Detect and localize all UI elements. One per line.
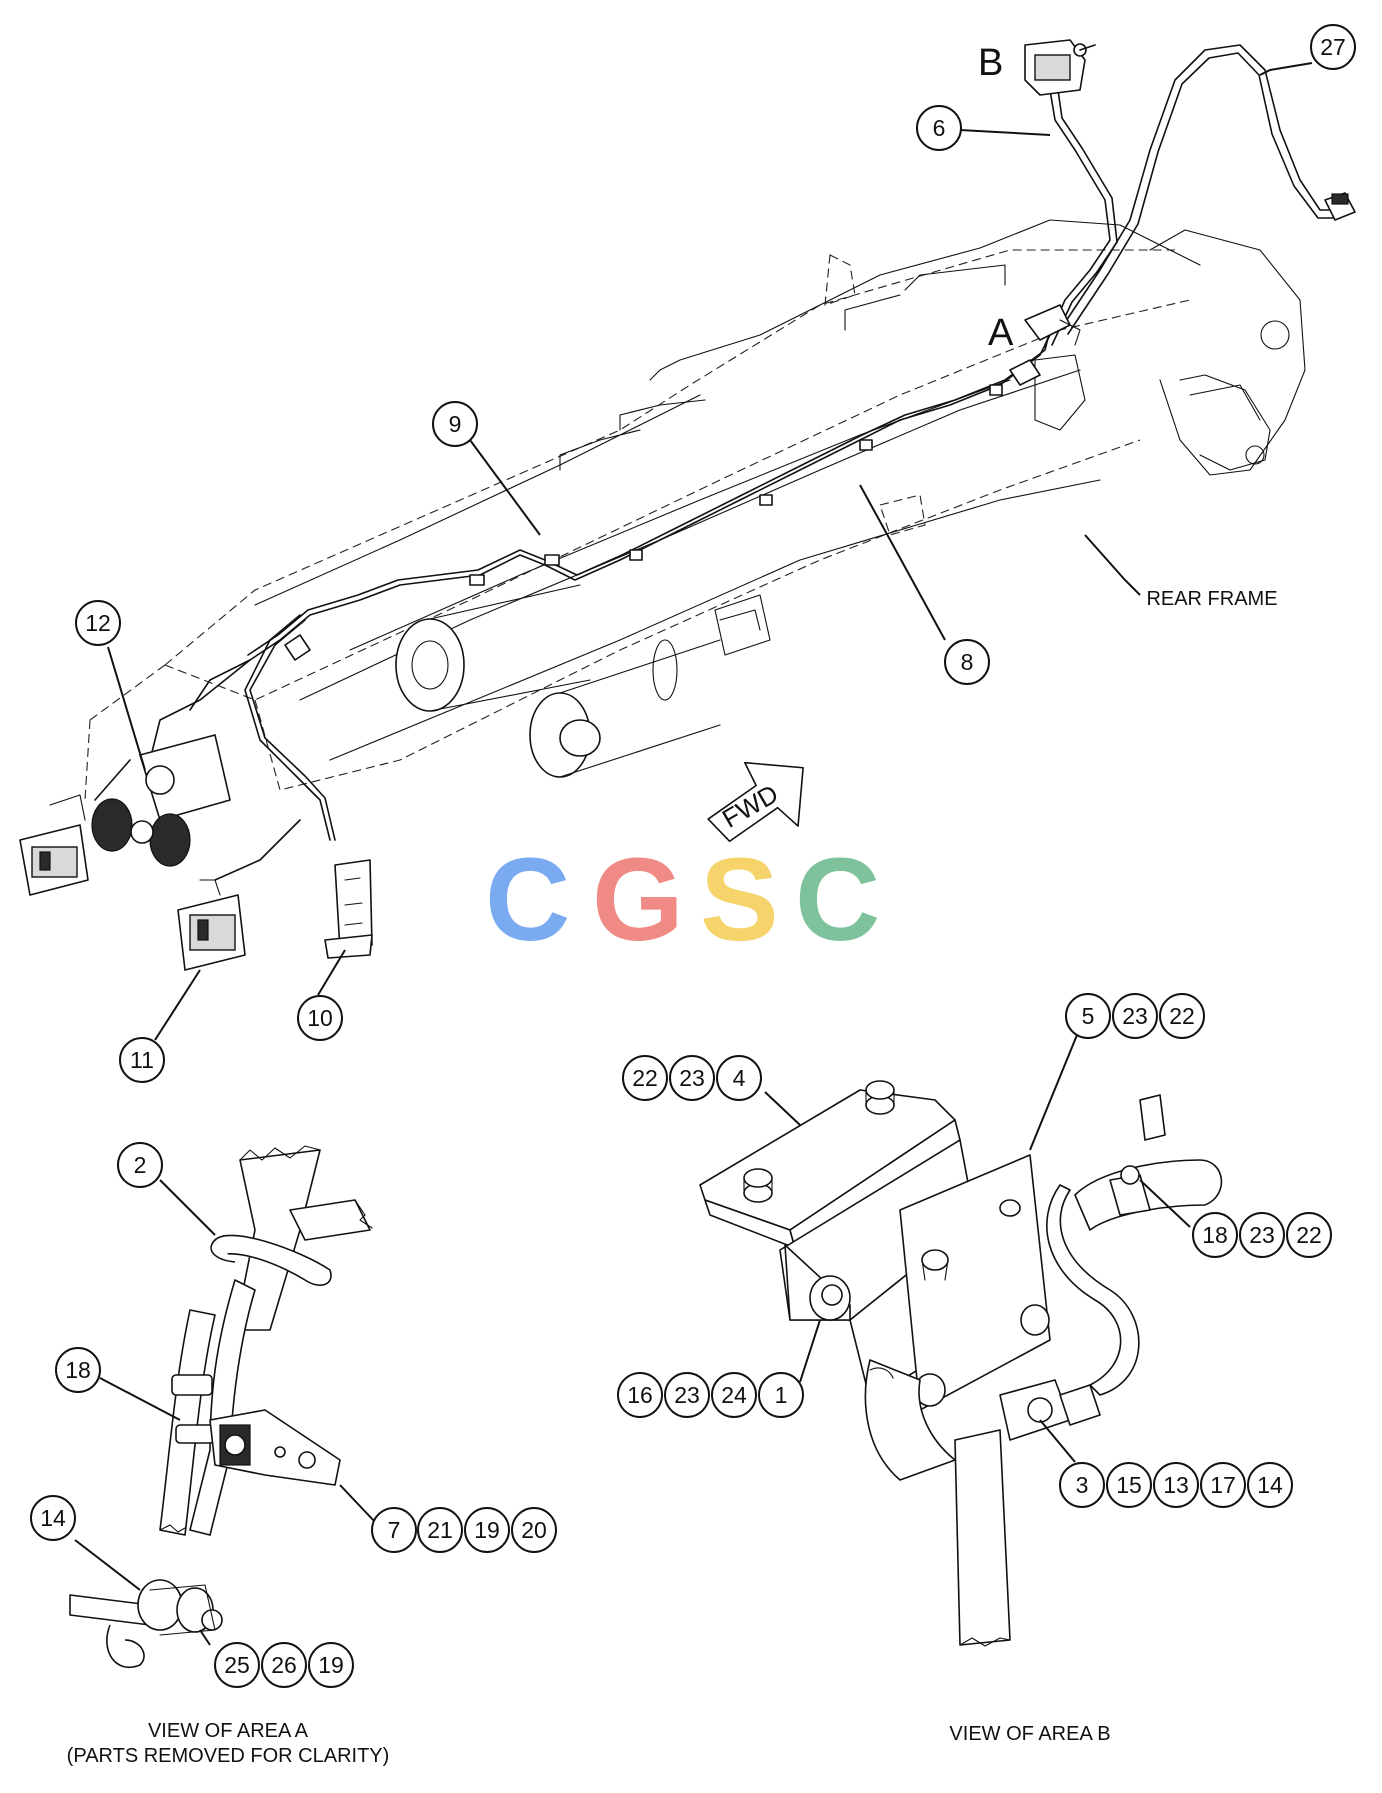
callout-21: 21 <box>417 1507 463 1553</box>
callout-11: 11 <box>119 1037 165 1083</box>
callout-9: 9 <box>432 401 478 447</box>
watermark: C G S C <box>485 834 880 966</box>
watermark-letter-2: G <box>592 834 684 966</box>
callout-14-area-b: 14 <box>1247 1462 1293 1508</box>
callout-14-area-a-label: 14 <box>40 1505 66 1531</box>
callout-19-b-label: 19 <box>318 1652 344 1678</box>
callout-8-label: 8 <box>961 649 974 675</box>
callout-6-label: 6 <box>933 115 946 141</box>
callout-1: 1 <box>758 1372 804 1418</box>
callout-13-label: 13 <box>1163 1472 1189 1498</box>
callout-10-label: 10 <box>307 1005 333 1031</box>
view-area-b-drawing <box>699 1080 1223 1647</box>
callout-6: 6 <box>916 105 962 151</box>
watermark-letter-4: C <box>795 834 880 966</box>
callout-15: 15 <box>1106 1462 1152 1508</box>
callout-23-b: 23 <box>1112 993 1158 1039</box>
wiring-harness <box>149 329 1051 841</box>
callout-19-a: 19 <box>464 1507 510 1553</box>
callout-16: 16 <box>617 1372 663 1418</box>
callout-25: 25 <box>214 1642 260 1688</box>
callout-15-label: 15 <box>1116 1472 1142 1498</box>
callout-18-area-a: 18 <box>55 1347 101 1393</box>
callout-27-label: 27 <box>1320 34 1346 60</box>
callout-22-c-label: 22 <box>1296 1222 1322 1248</box>
callout-20-label: 20 <box>521 1517 547 1543</box>
callout-19-b: 19 <box>308 1642 354 1688</box>
view-area-a-title: VIEW OF AREA A <box>148 1720 309 1742</box>
callout-18-area-b: 18 <box>1192 1212 1238 1258</box>
callout-13: 13 <box>1153 1462 1199 1508</box>
callout-22-b-label: 22 <box>1169 1003 1195 1029</box>
callout-22-c: 22 <box>1286 1212 1332 1258</box>
callout-12-label: 12 <box>85 610 111 636</box>
watermark-letter-3: S <box>700 834 779 966</box>
callout-21-label: 21 <box>427 1517 453 1543</box>
callout-17: 17 <box>1200 1462 1246 1508</box>
callout-9-label: 9 <box>449 411 462 437</box>
rear-frame-drawing <box>84 219 1306 801</box>
cables-6-27 <box>1024 39 1356 346</box>
callout-27: 27 <box>1310 24 1356 70</box>
callout-3: 3 <box>1059 1462 1105 1508</box>
callout-1-label: 1 <box>775 1382 788 1408</box>
area-b-letter: B <box>978 42 1003 84</box>
callout-11-label: 11 <box>130 1047 154 1073</box>
callout-23-c: 23 <box>1239 1212 1285 1258</box>
callout-4: 4 <box>716 1055 762 1101</box>
callout-12: 12 <box>75 600 121 646</box>
callout-5-label: 5 <box>1082 1003 1095 1029</box>
view-area-a-drawing <box>69 1145 373 1668</box>
callout-19-a-label: 19 <box>474 1517 500 1543</box>
callout-5: 5 <box>1065 993 1111 1039</box>
callout-23-a-label: 23 <box>679 1065 705 1091</box>
callout-4-label: 4 <box>733 1065 746 1091</box>
callout-7-label: 7 <box>388 1517 401 1543</box>
callout-2: 2 <box>117 1142 163 1188</box>
callout-3-label: 3 <box>1076 1472 1089 1498</box>
callout-22-b: 22 <box>1159 993 1205 1039</box>
callout-22-a: 22 <box>622 1055 668 1101</box>
callout-23-a: 23 <box>669 1055 715 1101</box>
callout-17-label: 17 <box>1210 1472 1236 1498</box>
callout-18-area-b-label: 18 <box>1202 1222 1228 1248</box>
lights-and-horns <box>19 734 373 971</box>
callout-22-a-label: 22 <box>632 1065 658 1091</box>
rear-frame-leader <box>1084 534 1141 596</box>
callout-24: 24 <box>711 1372 757 1418</box>
view-area-a-subtitle: (PARTS REMOVED FOR CLARITY) <box>67 1745 390 1767</box>
callout-14-area-a: 14 <box>30 1495 76 1541</box>
callout-18-area-a-label: 18 <box>65 1357 91 1383</box>
callout-14-area-b-label: 14 <box>1257 1472 1283 1498</box>
callout-23-d-label: 23 <box>674 1382 700 1408</box>
callout-20: 20 <box>511 1507 557 1553</box>
rear-frame-label: REAR FRAME <box>1146 588 1277 610</box>
callout-8: 8 <box>944 639 990 685</box>
callout-7: 7 <box>371 1507 417 1553</box>
area-a-letter: A <box>988 312 1014 354</box>
callout-16-label: 16 <box>627 1382 653 1408</box>
callout-23-d: 23 <box>664 1372 710 1418</box>
leader-lines <box>74 62 1313 1646</box>
callout-26: 26 <box>261 1642 307 1688</box>
callout-2-label: 2 <box>134 1152 147 1178</box>
callout-23-b-label: 23 <box>1122 1003 1148 1029</box>
view-area-b-title: VIEW OF AREA B <box>949 1723 1110 1745</box>
callout-10: 10 <box>297 995 343 1041</box>
callout-23-c-label: 23 <box>1249 1222 1275 1248</box>
callout-24-label: 24 <box>721 1382 747 1408</box>
callout-25-label: 25 <box>224 1652 250 1678</box>
callout-26-label: 26 <box>271 1652 297 1678</box>
watermark-letter-1: C <box>485 834 570 966</box>
